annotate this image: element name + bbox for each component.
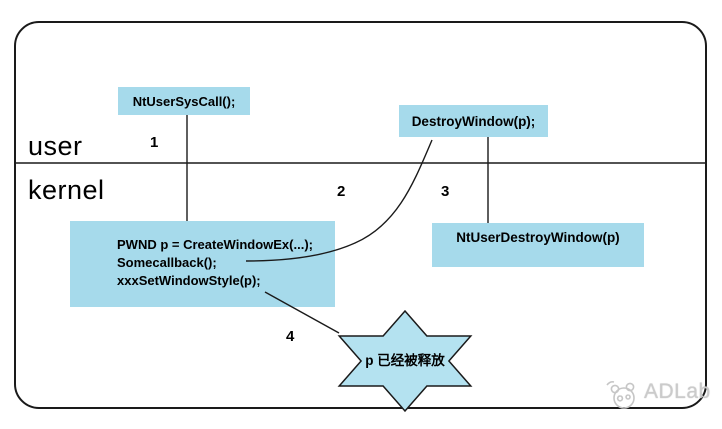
step-number-3: 3 xyxy=(441,183,450,200)
box-createwindowex: PWND p = CreateWindowEx(...); Somecallba… xyxy=(70,221,335,307)
step-number-2: 2 xyxy=(337,183,346,200)
box-ntuserdestroywindow-label: NtUserDestroyWindow(p) xyxy=(456,230,620,245)
step-number-1: 1 xyxy=(150,134,159,151)
code-line-somecallback: Somecallback(); xyxy=(117,255,217,270)
kernel-mode-label: kernel xyxy=(28,175,105,205)
user-mode-label: user xyxy=(28,131,83,161)
watermark-text: ADLab xyxy=(644,380,711,403)
step-number-4: 4 xyxy=(286,328,295,345)
box-ntusersyscall-label: NtUserSysCall(); xyxy=(132,93,236,109)
code-line-setwindowstyle: xxxSetWindowStyle(p); xyxy=(117,273,261,288)
box-destroywindow: DestroyWindow(p); xyxy=(399,105,548,137)
watermark: ADLab xyxy=(602,380,711,404)
freed-star-label: p 已经被释放 xyxy=(365,353,445,368)
code-line-createwindowex: PWND p = CreateWindowEx(...); xyxy=(117,237,313,252)
box-ntuserdestroywindow: NtUserDestroyWindow(p) xyxy=(432,223,644,267)
createwindowex-code-block: PWND p = CreateWindowEx(...); Somecallba… xyxy=(117,236,313,290)
box-ntusersyscall: NtUserSysCall(); xyxy=(118,87,250,115)
box-destroywindow-label: DestroyWindow(p); xyxy=(411,113,536,129)
